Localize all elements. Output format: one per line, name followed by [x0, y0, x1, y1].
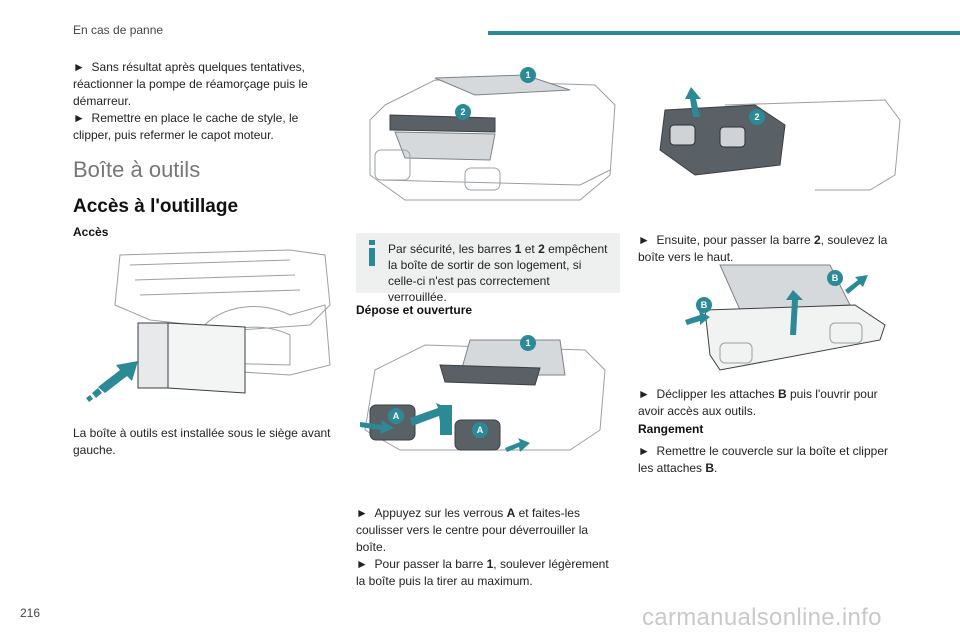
toolbox-clips-illustration: B B	[685, 264, 886, 371]
bullet-press-locks: Appuyez sur les verrous A et faites-les …	[356, 505, 618, 556]
toolbox-side	[167, 322, 246, 394]
toolbox-lid	[394, 131, 496, 161]
removal-title: Dépose et ouverture	[356, 303, 473, 317]
svg-text:B: B	[701, 300, 708, 310]
svg-text:1: 1	[525, 70, 530, 80]
badge-clip-b-right: B	[827, 270, 843, 286]
seat-toolbox-illustration	[86, 249, 331, 402]
base-handle-left	[719, 342, 753, 364]
safety-note: Par sécurité, les barres 1 et 2 empêchen…	[356, 233, 620, 304]
intro-bullets: Sans résultat après quelques tentatives,…	[73, 59, 335, 144]
removal-bullets: Appuyez sur les verrous A et faites-les …	[356, 505, 618, 590]
toolbox-end	[137, 322, 169, 389]
storage-bullet: Remettre le couvercle sur la boîte et cl…	[638, 443, 898, 477]
badge-bar-1: 1	[520, 67, 536, 83]
badge-bar-2: 2	[455, 104, 471, 120]
open-lid-arrow-icon	[786, 290, 803, 335]
badge-lock-a-right: A	[472, 422, 488, 438]
bullet-restart-pump: Sans résultat après quelques tentatives,…	[73, 59, 335, 110]
svg-text:1: 1	[525, 338, 530, 348]
info-icon	[369, 240, 375, 266]
press-arrow-left-icon	[360, 420, 394, 434]
toolbox-bars-illustration: 1 2	[369, 67, 616, 201]
bullet-pass-bar-1: Pour passer la barre 1, soulever légèrem…	[356, 556, 618, 590]
bar-1-shape	[434, 74, 571, 96]
bullet-reclip: Remettre le couvercle sur la boîte et cl…	[638, 443, 898, 477]
box-lock-left	[669, 124, 696, 146]
seat-side-trim	[199, 304, 331, 376]
svg-text:B: B	[832, 273, 839, 283]
bullet-replace-cover: Remettre en place le cache de style, le …	[73, 110, 335, 144]
toolbox-base	[704, 304, 886, 371]
header-accent-bar	[488, 31, 960, 35]
push-arrow-tail-icon	[86, 388, 102, 402]
open-bullet: Déclipper les attaches B puis l'ouvrir p…	[638, 386, 898, 420]
press-arrow-right-icon	[505, 438, 530, 452]
toolbox-lift-illustration: 2	[659, 87, 901, 191]
badge-bar-1-b: 1	[520, 335, 536, 351]
running-header: En cas de panne	[73, 23, 164, 37]
note-text: Par sécurité, les barres 1 et 2 empêchen…	[388, 242, 608, 304]
seat-cushion-outline	[114, 249, 331, 331]
toolbox-top	[439, 364, 541, 386]
toolbox-location-caption: La boîte à outils est installée sous le …	[73, 426, 331, 457]
page-number: 216	[20, 606, 41, 620]
site-watermark: carmanualsonline.info	[642, 604, 882, 631]
subsection-title: Accès à l'outillage	[73, 196, 239, 217]
svg-text:2: 2	[460, 107, 465, 117]
bullet-unclip: Déclipper les attaches B puis l'ouvrir p…	[638, 386, 898, 420]
base-handle-right	[829, 322, 863, 344]
bullet-lift-box: Ensuite, pour passer la barre 2, souleve…	[638, 232, 898, 266]
badge-clip-b-left: B	[696, 297, 712, 313]
push-arrow-icon	[98, 361, 138, 393]
seat-stitch-lines	[129, 259, 301, 296]
toolbox-frame-base	[379, 169, 611, 186]
badge-bar-2-b: 2	[749, 109, 765, 125]
lift-bullet: Ensuite, pour passer la barre 2, souleve…	[638, 232, 898, 266]
svg-text:2: 2	[754, 112, 759, 122]
lock-right	[464, 167, 501, 191]
svg-text:A: A	[393, 411, 400, 421]
lift-arrow-icon	[685, 87, 701, 117]
unclip-arrow-left-icon	[685, 311, 710, 325]
storage-title: Rangement	[638, 422, 704, 436]
section-title: Boîte à outils	[73, 157, 201, 182]
lock-left	[374, 149, 411, 181]
svg-text:A: A	[477, 425, 484, 435]
bar-2-shape	[389, 114, 496, 133]
unclip-arrow-right-icon	[845, 275, 868, 294]
box-lock-right	[719, 126, 746, 148]
slide-arrow-center-icon	[440, 405, 452, 435]
toolbox-frame-outline-3	[724, 99, 901, 191]
badge-lock-a-left: A	[388, 408, 404, 424]
access-label: Accès	[73, 225, 109, 239]
toolbox-locks-illustration: 1 A A	[360, 335, 606, 452]
